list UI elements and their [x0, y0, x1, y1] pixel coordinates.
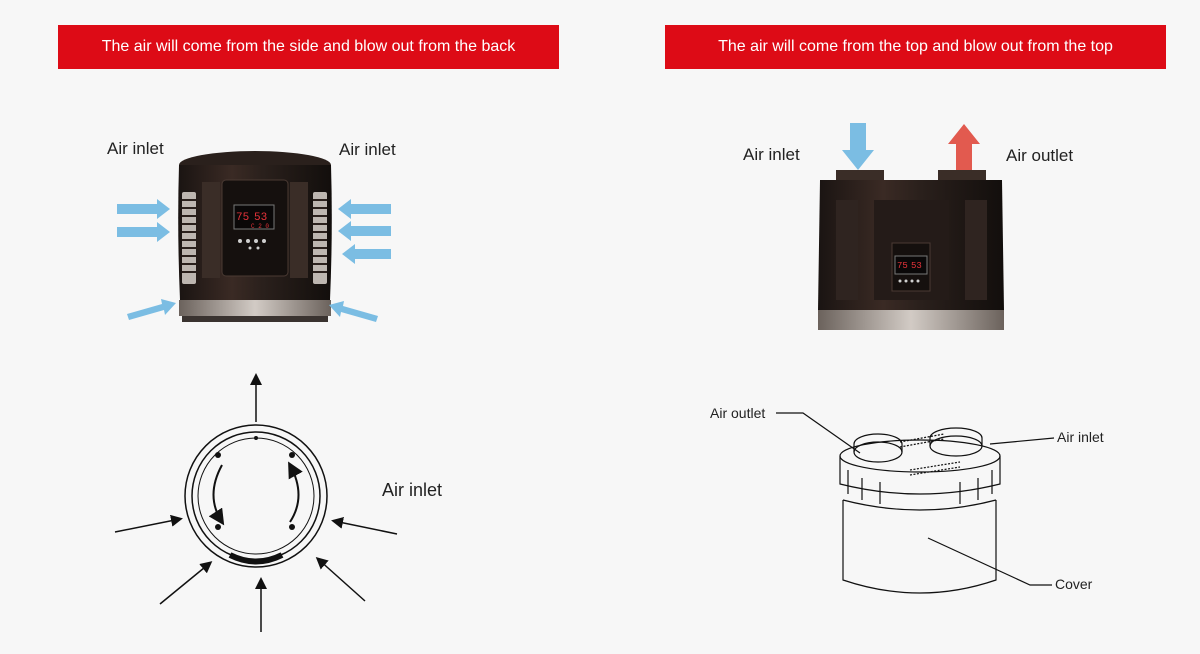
display-right-temp-1: 75: [897, 261, 908, 271]
display-left-temp-1: 75: [236, 212, 249, 224]
rotation-arrows: [208, 461, 303, 526]
heat-pump-top-outlet: 75 53: [818, 170, 1004, 330]
ring-airflow-arrows: [114, 373, 398, 632]
label-cover: Cover: [1055, 576, 1093, 592]
display-left-code: C 2 0: [251, 223, 269, 230]
inlet-arrow-top: [842, 123, 874, 170]
label-air-outlet-top: Air outlet: [1006, 146, 1074, 165]
inlet-arrows-left: [117, 199, 391, 322]
control-buttons-left: [238, 239, 266, 250]
banner-top-airflow: The air will come from the top and blow …: [665, 25, 1166, 69]
display-right-temp-2: 53: [911, 261, 922, 271]
label-air-inlet-right: Air inlet: [339, 140, 396, 159]
label-air-outlet-line: Air outlet: [710, 405, 766, 421]
unit-line-drawing: [776, 412, 1055, 594]
outlet-arrow-top: [948, 124, 980, 170]
label-air-inlet-line: Air inlet: [1057, 429, 1104, 445]
display-left-temp-2: 53: [254, 212, 267, 224]
label-air-inlet-top: Air inlet: [743, 145, 800, 164]
label-air-inlet-left: Air inlet: [107, 139, 164, 158]
ring-top-view: [184, 424, 328, 568]
heat-pump-side-view: 75 53 C 2 0: [178, 151, 332, 322]
label-air-inlet-ring: Air inlet: [382, 480, 443, 500]
banner-side-airflow: The air will come from the side and blow…: [58, 25, 559, 69]
